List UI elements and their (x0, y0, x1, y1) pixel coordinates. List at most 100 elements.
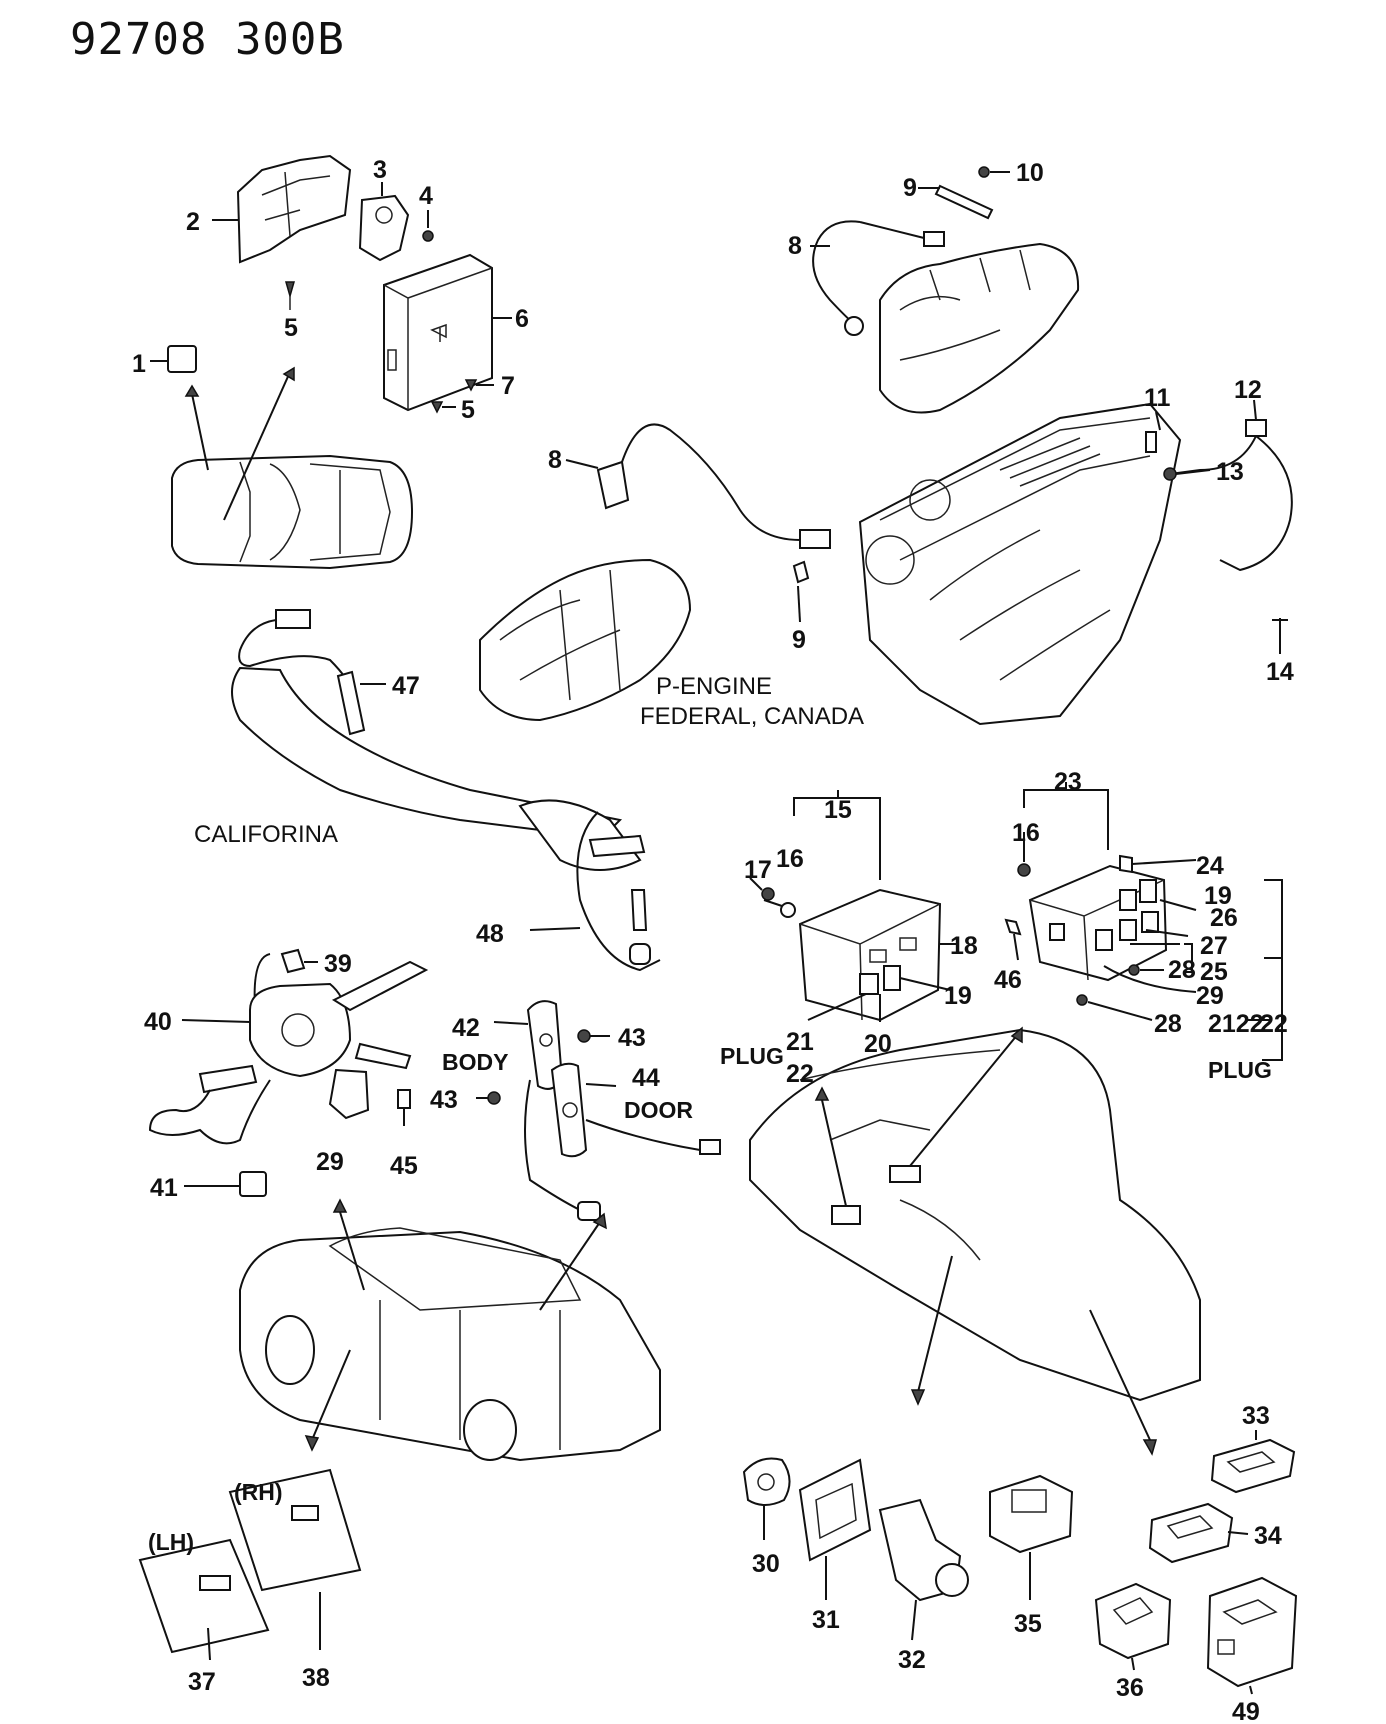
switch-location-22 (831, 1205, 861, 1225)
catalytic-converter (518, 799, 642, 871)
o2-sensor-part-8-top (844, 316, 864, 336)
caption-plug-right: PLUG (1208, 1057, 1272, 1083)
window-switch-part-38 (228, 1468, 362, 1592)
exhaust-manifold-upper (879, 242, 1080, 414)
captions: P-ENGINE FEDERAL, CANADA CALIFORINA PLUG… (148, 673, 1272, 1555)
diagram-code: 92708 300B (70, 14, 345, 65)
callout-1: 1 (132, 350, 146, 378)
callout-30: 30 (752, 1550, 780, 1578)
caption-rh: (RH) (234, 1479, 283, 1505)
ecu-group (150, 154, 512, 570)
callout-46: 46 (994, 966, 1022, 994)
relay-part-1 (167, 345, 197, 373)
combination-switch-part-40 (249, 982, 352, 1078)
callout-48: 48 (476, 920, 504, 948)
caption-california: CALIFORINA (194, 821, 338, 848)
callout-8a: 8 (788, 232, 802, 260)
screw-part-39 (280, 948, 306, 974)
callout-39: 39 (324, 950, 352, 978)
callout-11: 11 (1144, 384, 1171, 412)
callout-45: 45 (390, 1152, 418, 1180)
callout-10: 10 (1016, 159, 1044, 187)
callout-42: 42 (452, 1014, 480, 1042)
callout-22: 22 (786, 1060, 814, 1088)
callout-6: 6 (515, 305, 529, 333)
callout-40: 40 (144, 1008, 172, 1036)
callout-32: 32 (898, 1646, 926, 1674)
engine-group (810, 166, 1293, 726)
callout-25: 25 (1200, 958, 1228, 986)
sensor-part-3 (358, 194, 410, 262)
bracket-part-29 (328, 1068, 370, 1120)
column-switch-group (148, 948, 429, 1197)
callout-5b: 5 (461, 396, 475, 424)
engine-block (858, 402, 1182, 726)
caption-plug-left: PLUG (720, 1043, 784, 1069)
callout-4: 4 (419, 182, 433, 210)
callout-49: 49 (1232, 1698, 1260, 1724)
callout-2: 2 (186, 208, 200, 236)
callout-47: 47 (392, 672, 420, 700)
callout-44: 44 (632, 1064, 660, 1092)
callout-9a: 9 (903, 174, 917, 202)
p-engine-group (479, 423, 831, 722)
callout-13: 13 (1216, 458, 1244, 486)
switch-part-34 (1148, 1502, 1234, 1564)
callout-9b: 9 (792, 626, 806, 654)
connector-part-47 (275, 609, 311, 629)
callout-22b: 22 (1260, 1010, 1288, 1038)
caption-door: DOOR (624, 1097, 693, 1123)
car-top-view (171, 454, 414, 570)
callout-17: 17 (744, 856, 772, 884)
callout-29a: 29 (1196, 982, 1224, 1010)
callout-19a: 19 (944, 982, 972, 1010)
callout-38: 38 (302, 1664, 330, 1692)
callout-28b: 28 (1154, 1010, 1182, 1038)
caption-body: BODY (442, 1049, 508, 1075)
callout-23: 23 (1054, 768, 1082, 796)
callout-37: 37 (188, 1668, 216, 1696)
callout-26: 26 (1210, 904, 1238, 932)
switch-location-23 (889, 1165, 921, 1183)
relay-part-41 (239, 1171, 267, 1197)
o2-sensor-part-8-mid (596, 460, 630, 510)
callout-3: 3 (373, 156, 387, 184)
callout-5a: 5 (284, 314, 298, 342)
callout-34: 34 (1254, 1522, 1282, 1550)
caption-federal-canada: FEDERAL, CANADA (640, 703, 864, 730)
sensor-connector (923, 231, 945, 247)
callout-27: 27 (1200, 932, 1228, 960)
sensor-part-11 (1145, 431, 1157, 453)
callout-20: 20 (864, 1030, 892, 1058)
callout-16b: 16 (1012, 819, 1040, 847)
caption-lh: (LH) (148, 1529, 194, 1555)
exhaust-manifold-mid (479, 558, 692, 722)
callout-14: 14 (1266, 658, 1294, 686)
door-switch-part-44 (550, 1062, 588, 1158)
callout-21: 21 (786, 1028, 814, 1056)
window-switch-part-37 (138, 1538, 270, 1654)
callout-43a: 43 (618, 1024, 646, 1052)
callout-18: 18 (950, 932, 978, 960)
california-exhaust-group (231, 609, 661, 972)
callout-7: 7 (501, 372, 515, 400)
o2-sensor-part-47 (336, 670, 366, 736)
callout-16a: 16 (776, 845, 804, 873)
callout-28a: 28 (1168, 956, 1196, 984)
switch-part-49 (1206, 1576, 1298, 1688)
callout-12: 12 (1234, 376, 1262, 404)
sensor-connector-mid (799, 529, 831, 549)
o2-sensor-part-48 (630, 889, 648, 931)
callout-29b: 29 (316, 1148, 344, 1176)
callout-43b: 43 (430, 1086, 458, 1114)
clamp-part-9 (934, 184, 994, 220)
bracket-part-2 (236, 154, 352, 264)
callout-36: 36 (1116, 1674, 1144, 1702)
switch-box-23-group (1017, 782, 1283, 1061)
connector-part-12 (1245, 419, 1267, 437)
callout-15: 15 (824, 796, 852, 824)
callout-2122: 2122 (1208, 1010, 1264, 1038)
switch-box-15-group (749, 790, 1022, 1022)
callout-35: 35 (1014, 1610, 1042, 1638)
